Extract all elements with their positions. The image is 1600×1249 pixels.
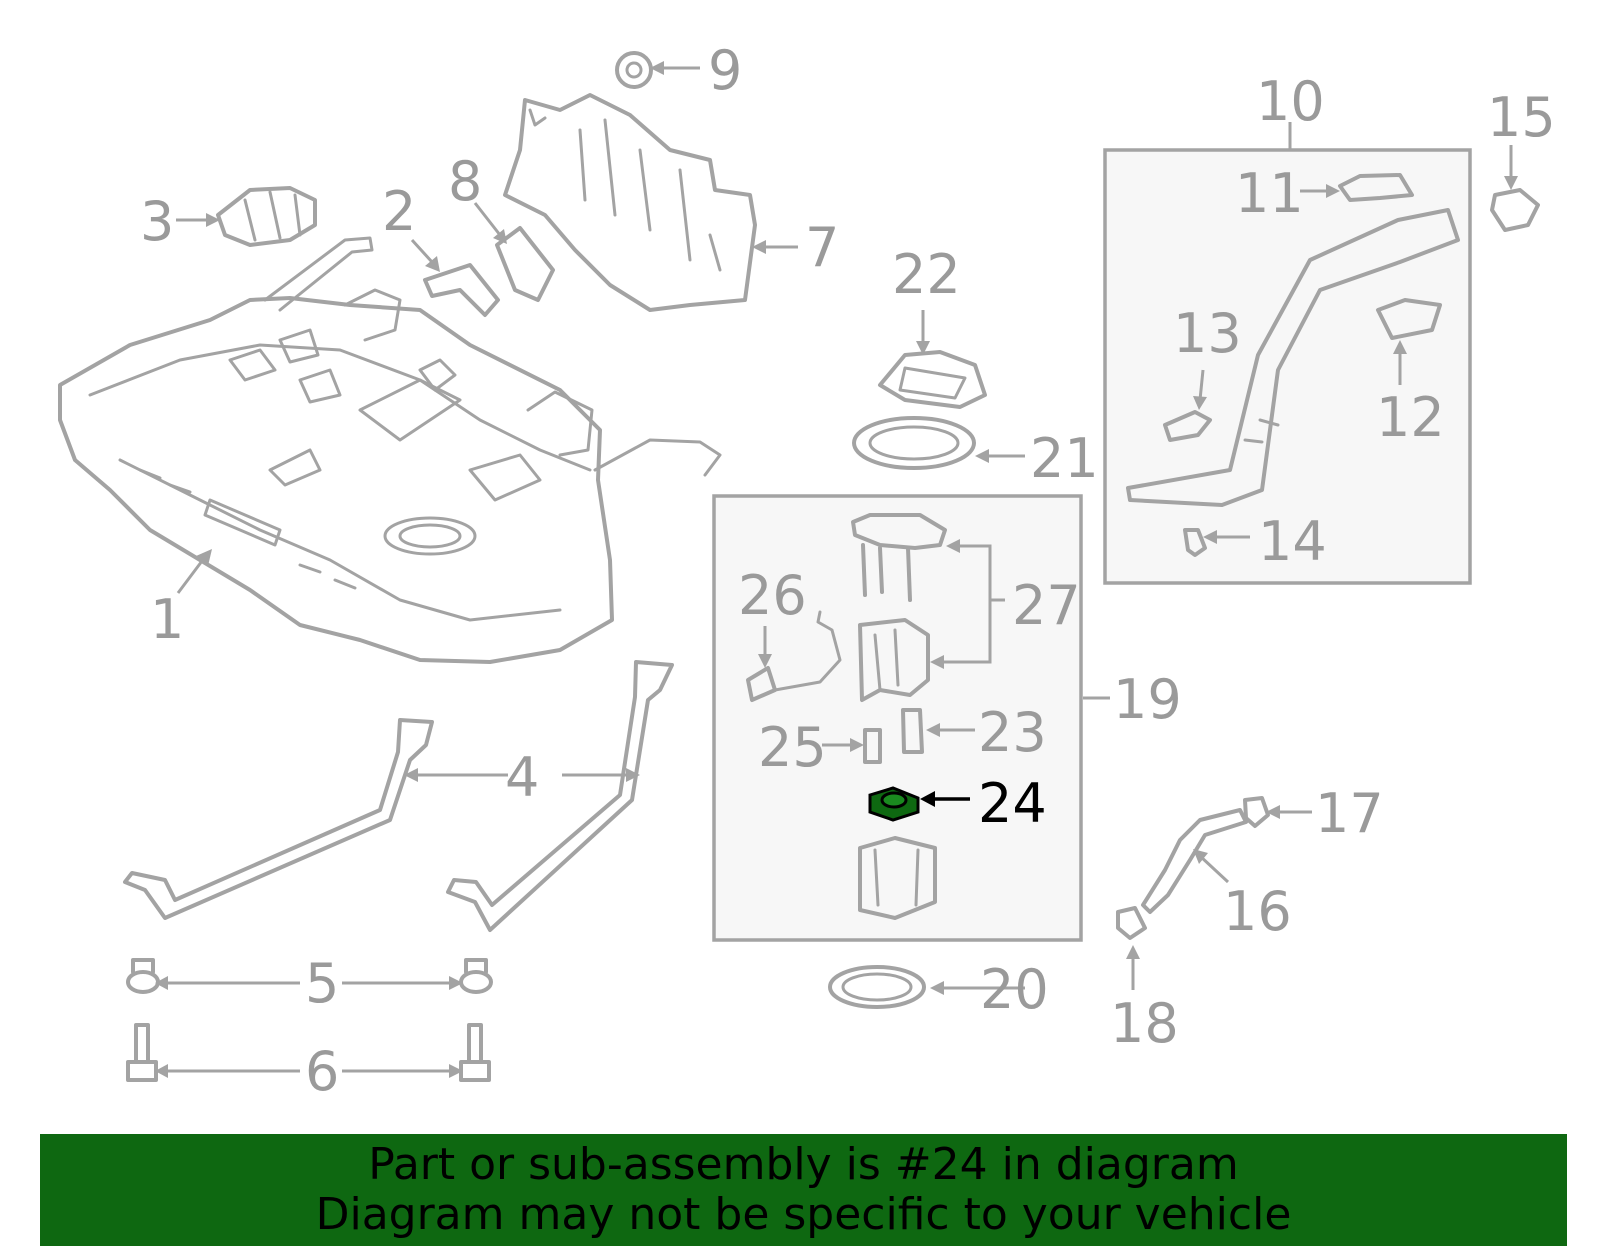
fuel-pump-assembly-box (712, 494, 1083, 942)
gasket-20[interactable] (828, 965, 926, 1009)
banner-line-2: Diagram may not be specific to your vehi… (315, 1189, 1292, 1240)
leader-lines (155, 61, 1518, 1078)
callout-5: 5 (305, 952, 339, 1015)
clamp-17[interactable] (1243, 796, 1270, 828)
callout-3: 3 (140, 190, 174, 253)
shield-12[interactable] (1376, 298, 1442, 340)
callout-19: 19 (1113, 668, 1182, 731)
callout-25: 25 (758, 716, 827, 779)
callout-21: 21 (1030, 427, 1099, 490)
pump-reservoir[interactable] (858, 836, 937, 920)
callout-18: 18 (1110, 992, 1179, 1055)
callout-23: 23 (978, 701, 1047, 764)
callout-12: 12 (1376, 386, 1445, 449)
callout-7: 7 (805, 216, 839, 279)
clamp-18[interactable] (1116, 906, 1147, 940)
bracket-3[interactable] (216, 186, 317, 247)
callout-6: 6 (305, 1040, 339, 1103)
valve-25[interactable] (863, 728, 882, 764)
bracket-11[interactable] (1338, 173, 1414, 202)
callout-2: 2 (382, 180, 416, 243)
callout-16: 16 (1223, 880, 1292, 943)
fuel-tank[interactable] (58, 236, 722, 664)
callout-1: 1 (150, 588, 184, 651)
fuel-filter-23[interactable] (901, 708, 924, 754)
pump-flange-27[interactable] (851, 513, 947, 602)
heat-shield-large[interactable] (503, 93, 757, 312)
callout-8: 8 (448, 150, 482, 213)
callout-15: 15 (1487, 86, 1556, 149)
callout-4: 4 (505, 746, 539, 809)
gasket-21[interactable] (852, 416, 976, 470)
banner-line-1: Part or sub-assembly is #24 in diagram (368, 1139, 1239, 1190)
pump-cover[interactable] (878, 350, 987, 409)
fuel-cap-15[interactable] (1490, 188, 1540, 232)
callout-9: 9 (708, 39, 742, 102)
callout-11: 11 (1235, 162, 1304, 225)
callout-17: 17 (1315, 782, 1384, 845)
callout-20: 20 (980, 958, 1049, 1021)
callout-10: 10 (1256, 70, 1325, 133)
nut-5-right[interactable] (459, 958, 493, 994)
tank-strap-left[interactable] (123, 718, 434, 920)
clip-14[interactable] (1183, 528, 1207, 557)
callout-24: 24 (978, 772, 1047, 835)
nut-9[interactable] (615, 51, 653, 89)
bolt-6-left[interactable] (126, 1023, 158, 1082)
callout-14: 14 (1258, 510, 1327, 573)
wiring-harness-26[interactable] (746, 610, 842, 702)
clip-13[interactable] (1163, 410, 1212, 442)
nut-5-left[interactable] (126, 958, 160, 994)
insulator-pad[interactable] (495, 226, 555, 302)
heat-shield-small[interactable] (423, 263, 500, 317)
highlight-arrowhead-24 (920, 791, 935, 807)
bolt-6-right[interactable] (459, 1023, 491, 1082)
callout-13: 13 (1173, 302, 1242, 365)
filler-neck-assembly-box (1103, 148, 1472, 585)
callout-22: 22 (892, 243, 961, 306)
info-banner: Part or sub-assembly is #24 in diagram D… (40, 1134, 1567, 1246)
callout-26: 26 (738, 564, 807, 627)
callout-27: 27 (1012, 574, 1081, 637)
pump-module-27[interactable] (858, 618, 930, 702)
hose-16[interactable] (1141, 808, 1248, 914)
filler-neck-pipe[interactable] (1126, 208, 1460, 507)
tank-strap-right[interactable] (446, 660, 674, 932)
highlighted-part-24[interactable] (868, 786, 920, 822)
